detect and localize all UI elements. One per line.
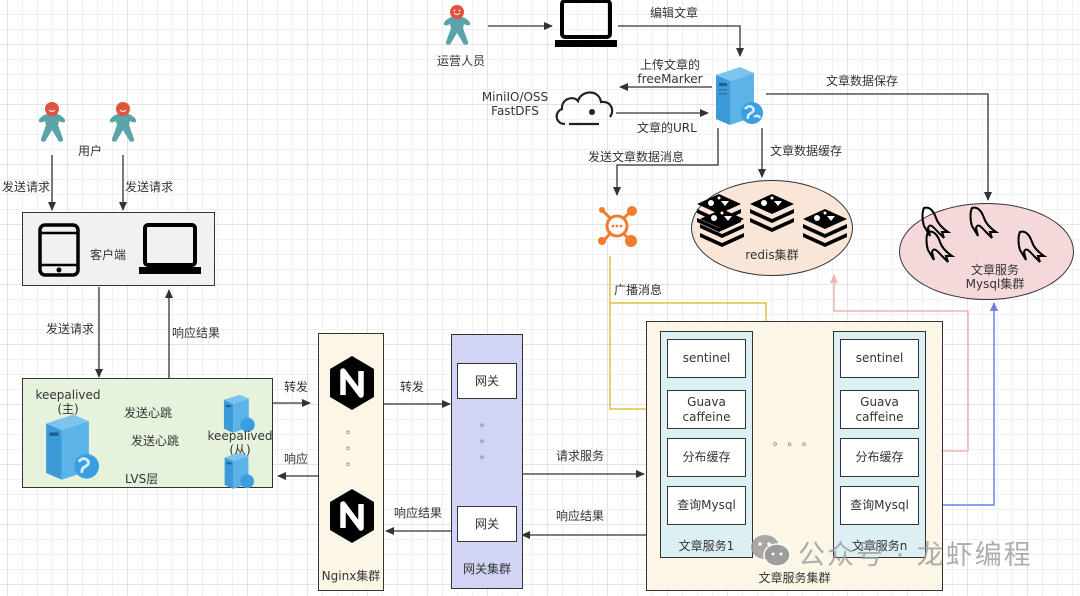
cloud-storage-icon	[555, 91, 614, 126]
slave-label-line1: keepalived	[207, 429, 273, 443]
gateway-cluster-label: 网关集群	[462, 562, 511, 576]
redis-node-icon-3	[803, 209, 847, 247]
keepalived-master-label: keepalived (主)	[28, 388, 108, 416]
edit-article-label: 编辑文章	[650, 6, 699, 20]
mysql-cluster-label: 文章服务 Mysql集群	[945, 263, 1045, 291]
servicen-label: 文章服务n	[851, 539, 908, 553]
upload-label-line1: 上传文章的	[639, 58, 700, 72]
wechat-icon	[751, 535, 791, 567]
article-server-icon	[716, 67, 763, 125]
redis-node-icon-2	[750, 194, 794, 232]
nginx-logo-icon-2	[330, 489, 374, 543]
user-person-icon-2	[109, 102, 137, 142]
save-data-label: 文章数据保存	[826, 74, 899, 88]
service1-distributed-cache: 分布缓存	[667, 438, 746, 477]
gateway-dot-1: 。	[480, 416, 491, 429]
nginx-dot-3: 。	[346, 455, 357, 468]
service1-query-mysql: 查询Mysql	[667, 486, 746, 525]
storage-name-label: MiniIO/OSS FastDFS	[475, 90, 555, 118]
watermark-text: 公众号 · 龙虾编程	[798, 540, 1033, 571]
gateway-response-label: 响应结果	[394, 506, 443, 520]
users-label: 用户	[78, 144, 103, 158]
mysql-dolphin-icon-3	[1017, 230, 1045, 263]
client-laptop-icon	[139, 223, 201, 274]
client-label: 客户端	[90, 248, 127, 262]
lvs-response-label: 响应结果	[172, 326, 221, 340]
edge-edit-article	[618, 25, 744, 57]
master-label-line1: keepalived	[35, 388, 101, 402]
cache-data-label: 文章数据缓存	[770, 144, 843, 158]
lvs-forward-label: 转发	[284, 380, 309, 394]
gateway-node-1: 网关	[457, 363, 517, 399]
gateway-dot-3: 。	[480, 448, 491, 461]
client-send-request-label: 发送请求	[46, 322, 95, 336]
nginx-cluster-label: Nginx集群	[321, 569, 381, 583]
redis-icons	[697, 194, 847, 247]
servicen-query-mysql: 查询Mysql	[840, 486, 919, 525]
nginx-response-label: 响应	[284, 452, 309, 466]
redis-cluster-label: redis集群	[745, 248, 799, 262]
storage-name-line1: MiniIO/OSS	[481, 90, 549, 104]
nginx-forward-label: 转发	[400, 380, 425, 394]
slave-label-line2: (从)	[229, 443, 251, 457]
user1-send-request-label: 发送请求	[2, 180, 51, 194]
user-person-icon-1	[38, 102, 66, 142]
nginx-dot-1: 。	[346, 423, 357, 436]
lvs-layer-label: LVS层	[125, 472, 159, 486]
mysql-dolphin-icon-1	[969, 206, 997, 239]
user2-send-request-label: 发送请求	[125, 180, 174, 194]
nginx-logo-icon-1	[330, 356, 374, 410]
keepalived-master-server-icon	[46, 414, 99, 480]
message-queue-icon	[598, 206, 637, 247]
service-response-label: 响应结果	[556, 509, 605, 523]
tablet-icon	[38, 223, 80, 277]
upload-freemarker-label: 上传文章的 freeMarker	[625, 58, 715, 86]
article-url-label: 文章的URL	[637, 121, 697, 135]
gateway-node-2: 网关	[457, 506, 517, 542]
broadcast-label: 广播消息	[614, 283, 663, 297]
service1-label: 文章服务1	[678, 539, 735, 553]
mysql-dolphin-icons	[921, 206, 1045, 263]
operator-label: 运营人员	[437, 54, 486, 68]
upload-label-line2: freeMarker	[637, 72, 703, 86]
operator-person-icon	[443, 5, 471, 45]
servicen-guava-caffeine: Guava caffeine	[840, 390, 919, 429]
heartbeat-label-1: 发送心跳	[124, 406, 173, 420]
mysql-label-line1: 文章服务	[970, 263, 1019, 277]
operator-laptop-icon	[555, 0, 617, 47]
services-ellipsis: 。 。 。	[773, 435, 813, 448]
servicen-distributed-cache: 分布缓存	[840, 438, 919, 477]
article-service-cluster-label: 文章服务集群	[758, 571, 831, 585]
storage-name-line2: FastDFS	[491, 104, 539, 118]
keepalived-slave-label: keepalived (从)	[205, 429, 275, 457]
request-service-label: 请求服务	[556, 449, 605, 463]
service1-guava-caffeine: Guava caffeine	[667, 390, 746, 429]
keepalived-slave-server-icon-1	[223, 394, 255, 433]
master-label-line2: (主)	[57, 402, 79, 416]
service1-sentinel: sentinel	[667, 339, 746, 378]
servicen-sentinel: sentinel	[840, 339, 919, 378]
send-message-label: 发送文章数据消息	[588, 150, 685, 164]
keepalived-slave-server-icon-2	[224, 452, 254, 489]
mysql-label-line2: Mysql集群	[965, 277, 1025, 291]
mysql-dolphin-icon-2	[925, 230, 953, 263]
nginx-dot-2: 。	[346, 439, 357, 452]
heartbeat-label-2: 发送心跳	[131, 434, 180, 448]
gateway-dot-2: 。	[480, 432, 491, 445]
